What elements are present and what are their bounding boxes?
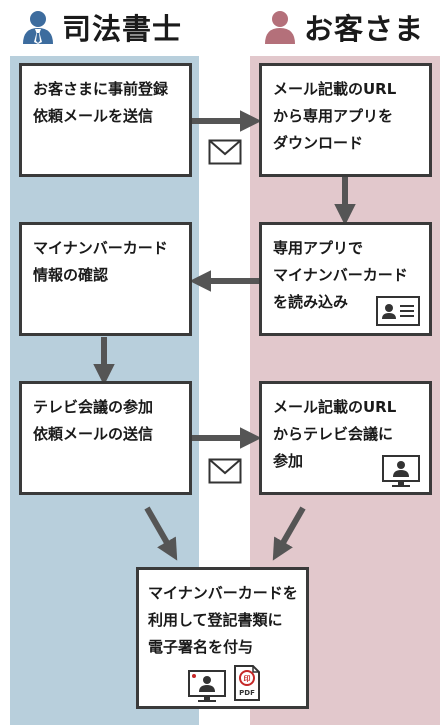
pdf-seal-icon: 印 PDF <box>234 665 260 701</box>
step-line: メール記載のURL <box>273 80 397 98</box>
step-send-registration-mail: お客さまに事前登録 依頼メールを送信 <box>19 63 192 177</box>
step-line: を読み込み <box>273 293 349 311</box>
pdf-label: PDF <box>239 689 255 697</box>
person-icon <box>265 11 295 44</box>
person-icon <box>23 11 53 44</box>
step-line: 電子署名を付与 <box>148 638 254 656</box>
envelope-icon <box>208 458 242 484</box>
envelope-icon <box>208 139 242 165</box>
step-sign-documents: マイナンバーカードを 利用して登記書類に 電子署名を付与 <box>136 567 309 709</box>
arrow-left-to-sign <box>144 506 178 561</box>
step-line: 専用アプリで <box>273 239 364 257</box>
step-line: テレビ会議の参加 <box>33 398 154 416</box>
step-send-meeting-mail: テレビ会議の参加 依頼メールの送信 <box>19 381 192 495</box>
step-line: マイナンバーカード <box>33 239 168 257</box>
step-line: ダウンロード <box>273 134 364 152</box>
step-line: マイナンバーカード <box>273 266 408 284</box>
video-call-icon <box>382 455 420 487</box>
step-line: マイナンバーカードを <box>148 584 298 602</box>
step-line: 参加 <box>273 452 304 470</box>
step-line: メール記載のURL <box>273 398 397 416</box>
step-check-card-info: マイナンバーカード 情報の確認 <box>19 222 192 336</box>
lane-header-customer: お客さま <box>264 4 424 50</box>
seal-char: 印 <box>244 674 251 683</box>
lane-title-left: 司法書士 <box>62 12 183 46</box>
id-card-icon <box>376 296 420 326</box>
step-join-meeting: メール記載のURL からテレビ会議に 参加 <box>259 381 432 495</box>
step-line: から専用アプリを <box>273 107 394 125</box>
step-line: 情報の確認 <box>33 266 109 284</box>
step-line: 依頼メールの送信 <box>33 425 154 443</box>
step-line: 依頼メールを送信 <box>33 107 154 125</box>
step-line: からテレビ会議に <box>273 425 394 443</box>
arrow-right-to-sign <box>272 506 306 561</box>
step-line: 利用して登記書類に <box>148 611 283 629</box>
step-download-app: メール記載のURL から専用アプリを ダウンロード <box>259 63 432 177</box>
lane-header-judicial-scrivener: 司法書士 <box>22 4 182 50</box>
lane-title-right: お客さま <box>304 12 425 46</box>
step-line: お客さまに事前登録 <box>33 80 169 98</box>
video-call-icon <box>188 670 226 702</box>
